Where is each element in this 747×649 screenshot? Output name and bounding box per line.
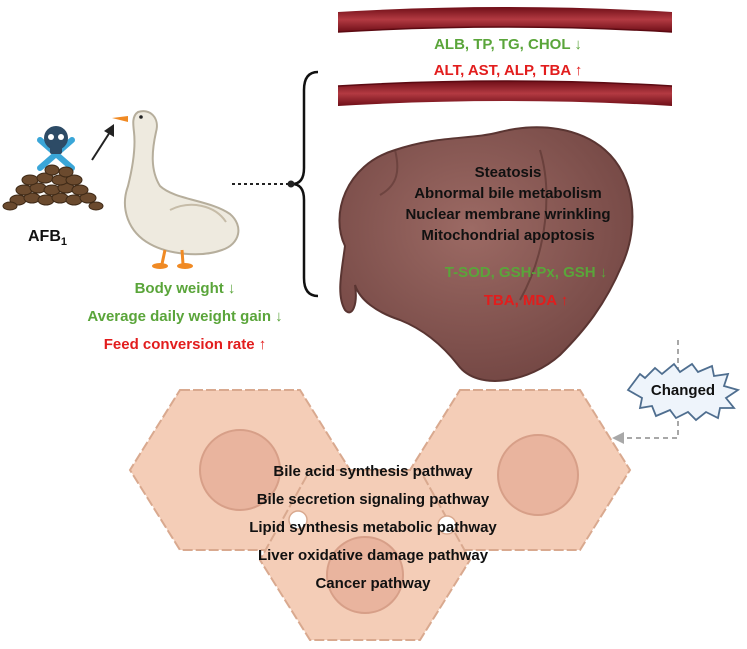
- down-arrow-icon: ↓: [574, 36, 582, 53]
- curly-brace: [291, 70, 319, 298]
- up-arrow-icon: ↑: [560, 292, 569, 309]
- liver-finding-1: Steatosis: [474, 164, 542, 181]
- skull-icon: [37, 126, 75, 171]
- effect-body-weight-text: Body weight: [134, 280, 224, 297]
- down-arrow-icon: ↓: [275, 308, 283, 325]
- dashed-arrow: [620, 340, 679, 439]
- pathway-lipid-synthesis: Lipid synthesis metabolic pathway: [249, 519, 497, 536]
- toxin-subscript: 1: [60, 236, 68, 249]
- changed-starburst: [626, 362, 741, 422]
- vessel-line-2-text: ALT, AST, ALP, TBA: [433, 62, 571, 79]
- effect-feed-conversion-text: Feed conversion rate: [103, 336, 255, 353]
- cell-cluster: [128, 389, 632, 641]
- up-arrow-icon: ↑: [258, 336, 267, 353]
- liver-antioxidant-markers: T-SOD, GSH-Px, GSH ↓: [445, 264, 608, 281]
- toxin-label: AFB1: [28, 228, 67, 248]
- ingestion-arrow: [91, 124, 114, 161]
- liver-finding-2: Abnormal bile metabolism: [414, 185, 602, 202]
- liver-finding-4: Mitochondrial apoptosis: [421, 227, 595, 244]
- effect-feed-conversion: Feed conversion rate ↑: [104, 336, 267, 353]
- changed-label: Changed: [650, 382, 716, 399]
- goose-illustration: [112, 110, 240, 269]
- up-arrow-icon: ↑: [574, 62, 583, 79]
- vessel-line-1: ALB, TP, TG, CHOL ↓: [434, 36, 582, 53]
- liver-antioxidant-text: T-SOD, GSH-Px, GSH: [444, 264, 596, 281]
- vessel-line-1-text: ALB, TP, TG, CHOL: [434, 36, 571, 53]
- liver-finding-3: Nuclear membrane wrinkling: [405, 206, 611, 223]
- vessel-line-2: ALT, AST, ALP, TBA ↑: [434, 62, 583, 79]
- pathway-bile-secretion: Bile secretion signaling pathway: [256, 491, 490, 508]
- down-arrow-icon: ↓: [599, 264, 608, 281]
- effect-body-weight: Body weight ↓: [135, 280, 236, 297]
- liver-oxidative-text: TBA, MDA: [483, 292, 557, 309]
- effect-average-daily-gain-text: Average daily weight gain: [87, 308, 271, 325]
- liver-oxidative-markers: TBA, MDA ↑: [484, 292, 568, 309]
- pathway-liver-oxidative-damage: Liver oxidative damage pathway: [257, 547, 489, 564]
- pathway-cancer: Cancer pathway: [315, 575, 431, 592]
- liver-illustration: [338, 126, 634, 382]
- feed-pellets: [2, 164, 104, 211]
- effect-average-daily-gain: Average daily weight gain ↓: [87, 308, 282, 325]
- blood-vessel: [337, 7, 673, 106]
- toxin-label-text: AFB: [28, 228, 61, 245]
- pathway-bile-acid-synthesis: Bile acid synthesis pathway: [273, 463, 473, 480]
- down-arrow-icon: ↓: [227, 280, 236, 297]
